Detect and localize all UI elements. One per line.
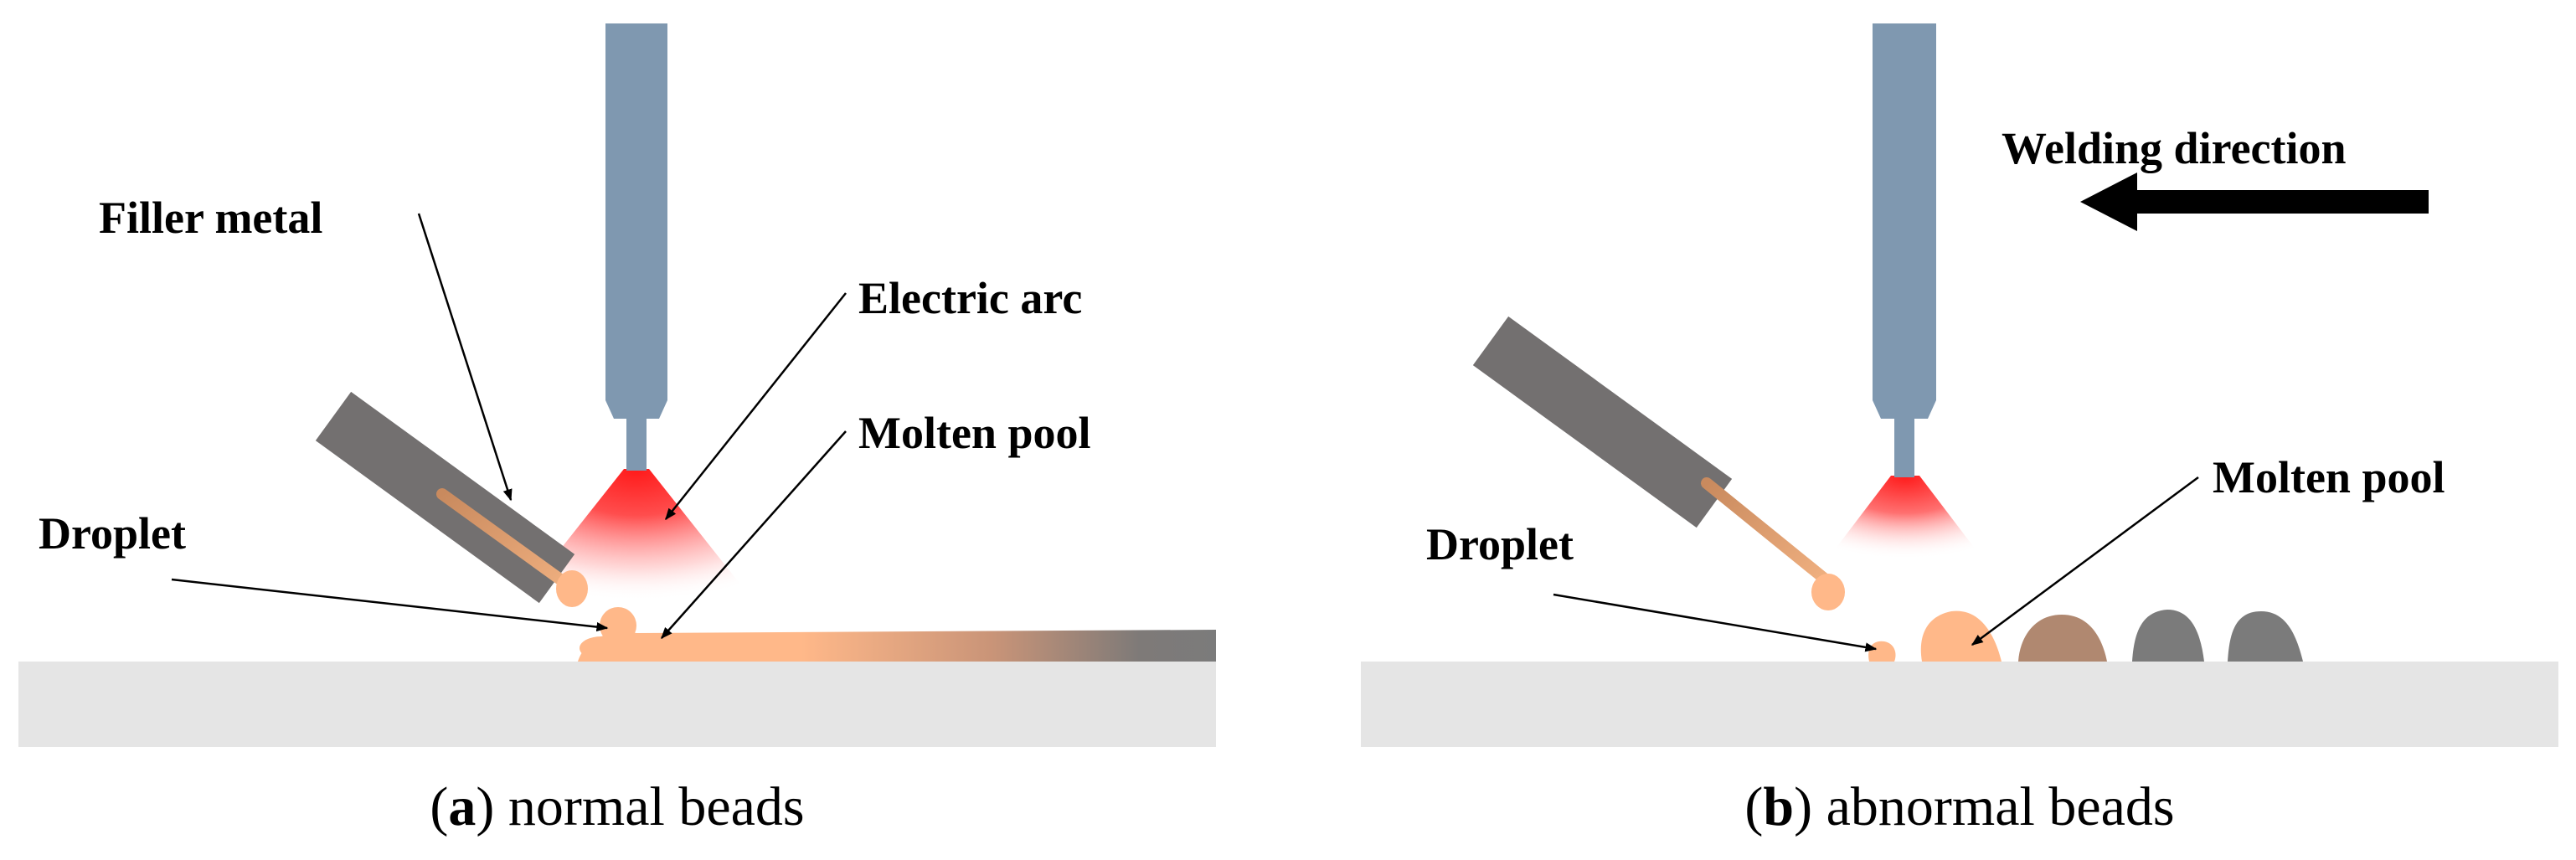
caption-b-open: (: [1744, 776, 1763, 837]
filler-holder-b: [1472, 316, 1733, 528]
caption-b-letter: b: [1763, 776, 1794, 837]
label-filler-metal: Filler metal: [99, 193, 322, 243]
molten-pool-a: [580, 636, 623, 660]
caption-b-text: abnormal beads: [1812, 776, 2175, 837]
label-molten-pool-b: Molten pool: [2213, 452, 2445, 502]
filler-wire-a: [436, 488, 578, 594]
torch-a: [605, 23, 667, 471]
bead-b1: [2018, 615, 2107, 662]
arrow-electric-arc: [665, 292, 847, 521]
electric-arc-b: [1827, 476, 1983, 559]
bead-b3: [2228, 611, 2303, 662]
caption-a: (a) normal beads: [430, 776, 804, 837]
caption-b: (b) abnormal beads: [1744, 776, 2174, 837]
droplet-a1: [556, 570, 588, 607]
bead-b2: [2132, 610, 2204, 662]
caption-a-letter: a: [448, 776, 476, 837]
base-plate-a: [18, 662, 1216, 747]
torch-b: [1873, 23, 1936, 477]
label-electric-arc: Electric arc: [858, 273, 1082, 323]
arrow-droplet-b: [1553, 593, 1878, 652]
arrow-molten-pool-b: [1971, 476, 2199, 646]
welding-direction-arrow: [2080, 173, 2429, 231]
droplet-a2: [600, 607, 636, 644]
arrow-filler-metal: [417, 213, 513, 502]
caption-a-close: ): [476, 776, 494, 837]
panel-b: Welding direction Molten pool Droplet (b…: [1361, 23, 2558, 837]
droplet-b1: [1811, 574, 1845, 610]
caption-a-text: normal beads: [494, 776, 804, 837]
caption-a-open: (: [430, 776, 448, 837]
molten-pool-b: [1920, 610, 2002, 662]
panel-a: Filler metal Electric arc Molten pool Dr…: [18, 23, 1216, 837]
caption-b-close: ): [1794, 776, 1812, 837]
label-droplet-b: Droplet: [1426, 519, 1574, 569]
filler-wire-b: [1701, 477, 1832, 586]
droplet-b2: [1868, 641, 1896, 662]
label-welding-direction: Welding direction: [2002, 123, 2347, 173]
weld-bead-a: [578, 630, 1216, 662]
arrow-molten-pool-a: [661, 430, 847, 640]
label-droplet-a: Droplet: [39, 508, 186, 559]
label-molten-pool-a: Molten pool: [858, 408, 1091, 458]
electric-arc-a: [519, 469, 754, 601]
arrow-droplet-a: [171, 578, 609, 632]
base-plate-b: [1361, 662, 2558, 747]
